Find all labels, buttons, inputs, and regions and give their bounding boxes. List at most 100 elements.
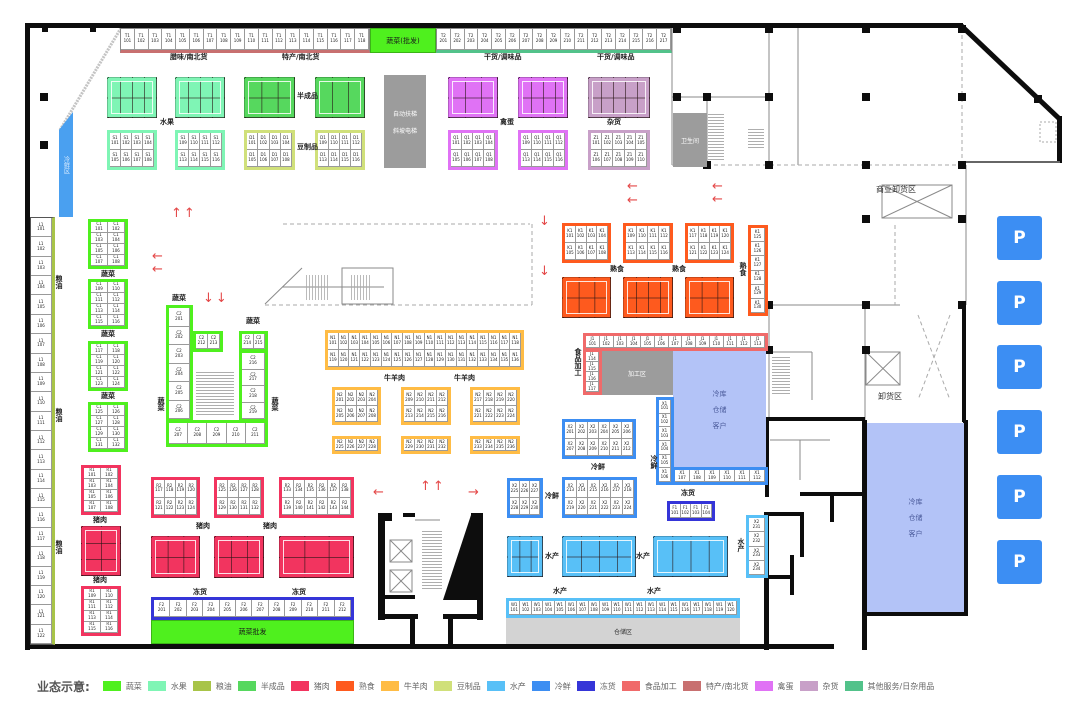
stall-cell: K1 128 [751, 270, 765, 285]
stall-cell: T1 107 [203, 29, 218, 50]
stall-cell: T1 103 [148, 29, 163, 50]
stall-cell: J1 116 [586, 372, 599, 382]
stall-cell: W1 118 [702, 601, 715, 615]
stall-cell: F2 206 [236, 600, 253, 617]
stair-wall [448, 614, 453, 646]
pier [90, 27, 96, 32]
stall-cell: R1 115 [84, 622, 101, 633]
stall-cell: W1 102 [520, 601, 532, 615]
legend-label: 其他服务/日杂用品 [867, 681, 935, 691]
stall-cell: N1 128 [424, 350, 436, 367]
stall-cell: N2 210 [415, 390, 426, 406]
stall-cell: C2 208 [188, 423, 208, 444]
arrow-down-icon: ↓ [539, 264, 552, 279]
stall-cell: T1 101 [121, 29, 135, 50]
stall-cell: R2 139 [282, 497, 294, 515]
solid-block-aquatic [562, 536, 636, 577]
arrow-right-icon: → [468, 485, 481, 500]
solid-block-deli [562, 277, 611, 318]
stall-cell: R1 109 [84, 589, 101, 600]
stall-cell: C2 206 [169, 400, 190, 419]
stall-cell: F1 104 [701, 504, 712, 518]
stall-cell: N2 208 [367, 406, 378, 422]
stall-cell: C2 213 [208, 334, 220, 349]
stall-cell: C1 120 [108, 355, 125, 366]
pier [958, 161, 966, 169]
stall-cell: C1 108 [108, 255, 125, 266]
stall-cell: N1 124 [381, 350, 393, 367]
stall-cell: K1 114 [637, 243, 648, 260]
stall-cell: F2 207 [252, 600, 269, 617]
stall-cell: R1 113 [84, 611, 101, 622]
stall-cell: W1 120 [725, 601, 737, 615]
legend-item-semi: 半成品 [237, 681, 285, 692]
stall-cell: R2 140 [293, 497, 305, 515]
stall-cell: C2 210 [226, 423, 246, 444]
stall-cell: R1 116 [101, 622, 118, 633]
stall-cell: C2 203 [169, 345, 190, 364]
stall-cell: S1 108 [143, 150, 154, 167]
stall-cell: K1 125 [751, 228, 765, 243]
stall-cell: D1 115 [340, 150, 351, 167]
area-label-egg: 禽蛋 [500, 118, 514, 126]
stall-cell: W1 111 [622, 601, 635, 615]
legend-swatch [844, 681, 863, 691]
stair-wall [378, 513, 392, 521]
chilled-area-label: 冷鲜区 [62, 155, 70, 174]
stall-cell: C1 128 [108, 416, 125, 427]
stall-cell: N2 235 [495, 439, 506, 451]
stall-cell: T2 213 [602, 29, 616, 50]
area-label-pork: 猪肉 [196, 522, 210, 530]
stall-cell: R2 122 [164, 497, 176, 515]
area-label-beef: 牛羊肉 [454, 374, 475, 382]
stall-cell: C1 116 [108, 315, 125, 326]
stall-cell: S1 106 [121, 150, 132, 167]
stall-cell: Q1 109 [521, 133, 532, 150]
legend-label: 冻货 [599, 681, 616, 691]
stall-cell: X1 105 [659, 454, 671, 469]
stall-cell: C2 215 [253, 334, 265, 349]
area-label-unloading: 商业卸货区 [876, 185, 916, 194]
arrow-left-icon: ← [627, 193, 640, 208]
area-label-veg: 蔬菜 [271, 397, 279, 411]
stall-cell: L1 103 [31, 256, 52, 277]
cold-storage-label: 仓储 [908, 513, 923, 522]
outer-wall-left [25, 23, 30, 650]
arrow-left-icon: ← [627, 179, 640, 194]
stall-cell: L1 102 [31, 237, 52, 257]
pier [862, 346, 870, 354]
stall-cell: R2 129 [217, 497, 228, 515]
stall-cell: T1 113 [286, 29, 301, 50]
wall [764, 575, 794, 579]
pier [1034, 95, 1042, 103]
stall-cell: S1 110 [189, 133, 200, 150]
stall-cell: X2 222 [599, 497, 611, 515]
stall-cell: N1 102 [338, 333, 350, 350]
stall-cell: T1 106 [189, 29, 204, 50]
stall-cell: X2 204 [598, 422, 611, 439]
stall-cell: R2 130 [228, 497, 239, 515]
area-label-grain: 粮油 [55, 408, 63, 422]
stall-cell: N2 201 [335, 390, 346, 406]
area-label-veg: 蔬菜 [101, 270, 115, 278]
area-label-frozen: 冻货 [681, 489, 695, 497]
stall-cell: C1 129 [91, 427, 108, 438]
pier [765, 161, 773, 169]
legend-label: 水果 [170, 681, 187, 691]
legend-item-other: 其他服务/日杂用品 [844, 681, 935, 692]
stall-cell: Q1 106 [462, 150, 473, 167]
stall-cell: X2 209 [587, 439, 599, 456]
pier [765, 346, 773, 354]
stall-cell: R2 135 [305, 480, 317, 498]
stall-cell: L1 110 [31, 392, 52, 412]
legend-label: 禽蛋 [777, 681, 794, 691]
stall-cell: N2 225 [335, 439, 346, 451]
stall-cell: N2 231 [426, 439, 437, 451]
stall-cell: C1 113 [91, 304, 108, 315]
stall-cell: Q1 107 [473, 150, 484, 167]
